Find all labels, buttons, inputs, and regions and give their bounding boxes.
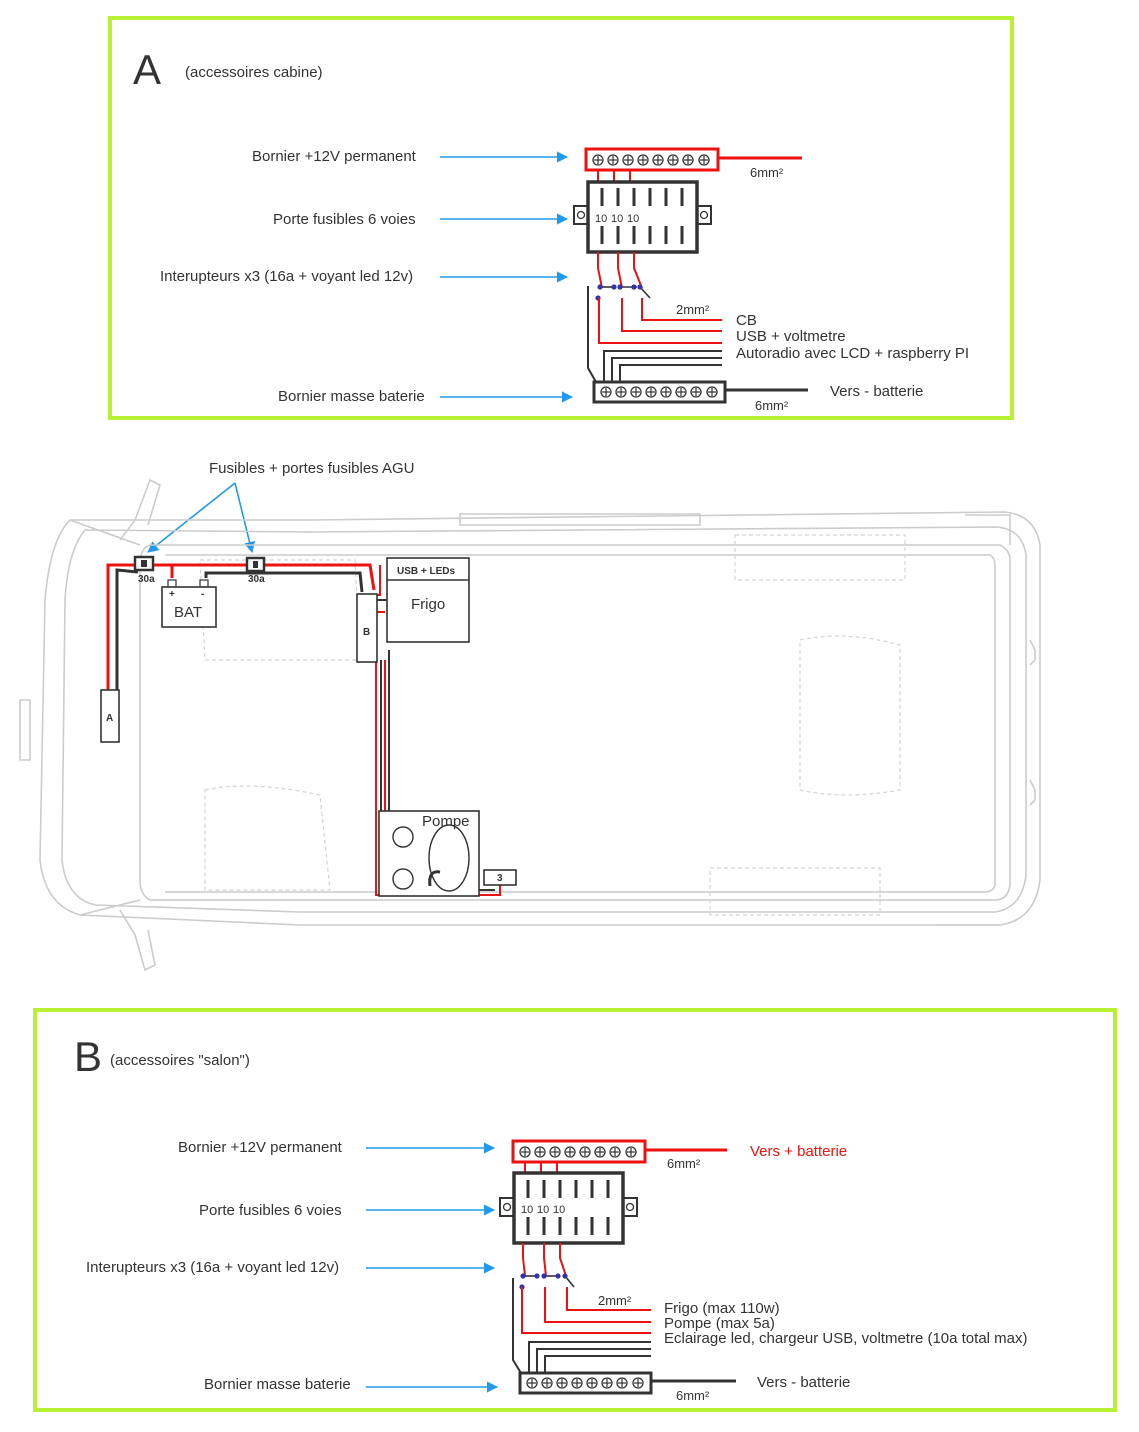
panel-a-letter: A	[133, 46, 161, 93]
van-fuse-annotation: Fusibles + portes fusibles AGU	[209, 460, 415, 477]
panel-b-ground-target: Vers - batterie	[757, 1374, 850, 1391]
van-fuse-2: 30a	[245, 556, 266, 585]
panel-a-fuse-3: 10	[627, 213, 639, 225]
van-pompe-label: Pompe	[422, 813, 470, 830]
panel-a-fuse-1: 10	[595, 213, 607, 225]
van-battery: + - BAT	[161, 579, 217, 628]
panel-b-section-bottom: 6mm²	[676, 1388, 710, 1403]
van-arrow-fuse-2	[234, 482, 256, 554]
panel-b-fuse-1: 10	[521, 1204, 533, 1216]
panel-a-output-2: USB + voltmetre	[736, 328, 846, 345]
panel-b-output-1: Frigo (max 110w)	[664, 1300, 780, 1317]
van-arrow-fuse-1	[147, 482, 236, 553]
van-fuse-2-rating: 30a	[248, 574, 265, 585]
panel-b-label-porte-fusibles: Porte fusibles 6 voies	[199, 1202, 342, 1219]
van-battery-plus: +	[169, 589, 175, 600]
van-frigo-label: Frigo	[411, 596, 445, 613]
panel-b: B (accessoires "salon") Bornier +12V per…	[33, 1008, 1117, 1412]
van-battery-label: BAT	[174, 604, 202, 621]
van-frigo: USB + LEDs Frigo	[386, 557, 470, 643]
van-box-3: 3	[483, 869, 517, 886]
panel-b-label-interrupteurs: Interupteurs x3 (16a + voyant led 12v)	[86, 1259, 339, 1276]
panel-b-subtitle: (accessoires "salon")	[110, 1052, 250, 1069]
panel-b-section-top: 6mm²	[667, 1156, 701, 1171]
panel-a-output-1: CB	[736, 312, 757, 329]
van-box-b: B	[356, 593, 378, 663]
panel-b-interrupteurs	[519, 1273, 575, 1290]
panel-a-section-switch: 2mm²	[676, 302, 710, 317]
panel-b-fuse-2: 10	[537, 1204, 549, 1216]
van-usb-leds: USB + LEDs	[397, 566, 456, 577]
panel-a: A (accessoires cabine) Bornier +12V perm…	[108, 16, 1014, 420]
panel-a-section-bottom: 6mm²	[755, 398, 789, 413]
van-fuse-1: 30a	[133, 555, 155, 585]
panel-a-frame	[108, 16, 1014, 420]
panel-b-plus-target: Vers + batterie	[750, 1143, 847, 1160]
panel-b-letter: B	[74, 1033, 102, 1080]
panel-a-label-interrupteurs: Interupteurs x3 (16a + voyant led 12v)	[160, 268, 413, 285]
van-fuse-1-rating: 30a	[138, 574, 155, 585]
panel-b-output-3: Eclairage led, chargeur USB, voltmetre (…	[664, 1330, 1028, 1347]
panel-a-ground-target: Vers - batterie	[830, 383, 923, 400]
panel-a-subtitle: (accessoires cabine)	[185, 64, 323, 81]
panel-a-output-3: Autoradio avec LCD + raspberry PI	[736, 345, 969, 362]
panel-a-bornier-plus	[584, 147, 802, 172]
panel-a-fuse-2: 10	[611, 213, 623, 225]
panel-a-bornier-masse	[592, 380, 808, 404]
panel-a-label-bornier-plus: Bornier +12V permanent	[252, 148, 417, 165]
van-battery-minus: -	[201, 589, 204, 600]
panel-b-frame	[33, 1008, 1117, 1412]
panel-a-label-bornier-masse: Bornier masse baterie	[278, 388, 425, 405]
van-pompe: Pompe	[378, 810, 480, 897]
panel-a-section-top: 6mm²	[750, 165, 784, 180]
van-box-a-label: A	[106, 713, 113, 724]
panel-b-fuse-3: 10	[553, 1204, 565, 1216]
van-layout: Fusibles + portes fusibles AGU	[19, 460, 1041, 972]
panel-b-label-bornier-plus: Bornier +12V permanent	[178, 1139, 343, 1156]
van-outline	[19, 478, 1041, 972]
van-box-b-label: B	[363, 627, 370, 638]
panel-b-section-switch: 2mm²	[598, 1293, 632, 1308]
van-box-3-label: 3	[497, 873, 503, 884]
panel-b-label-bornier-masse: Bornier masse baterie	[204, 1376, 351, 1393]
panel-b-porte-fusibles: 10 10 10	[499, 1171, 638, 1245]
panel-a-interrupteurs	[595, 284, 651, 301]
van-box-a: A	[100, 689, 120, 743]
panel-a-label-porte-fusibles: Porte fusibles 6 voies	[273, 211, 416, 228]
panel-a-porte-fusibles: 10 10 10	[573, 180, 712, 254]
faucet-icon	[428, 870, 441, 887]
panel-b-output-2: Pompe (max 5a)	[664, 1315, 775, 1332]
panel-b-bornier-plus	[511, 1139, 727, 1164]
panel-b-bornier-masse	[518, 1371, 736, 1395]
